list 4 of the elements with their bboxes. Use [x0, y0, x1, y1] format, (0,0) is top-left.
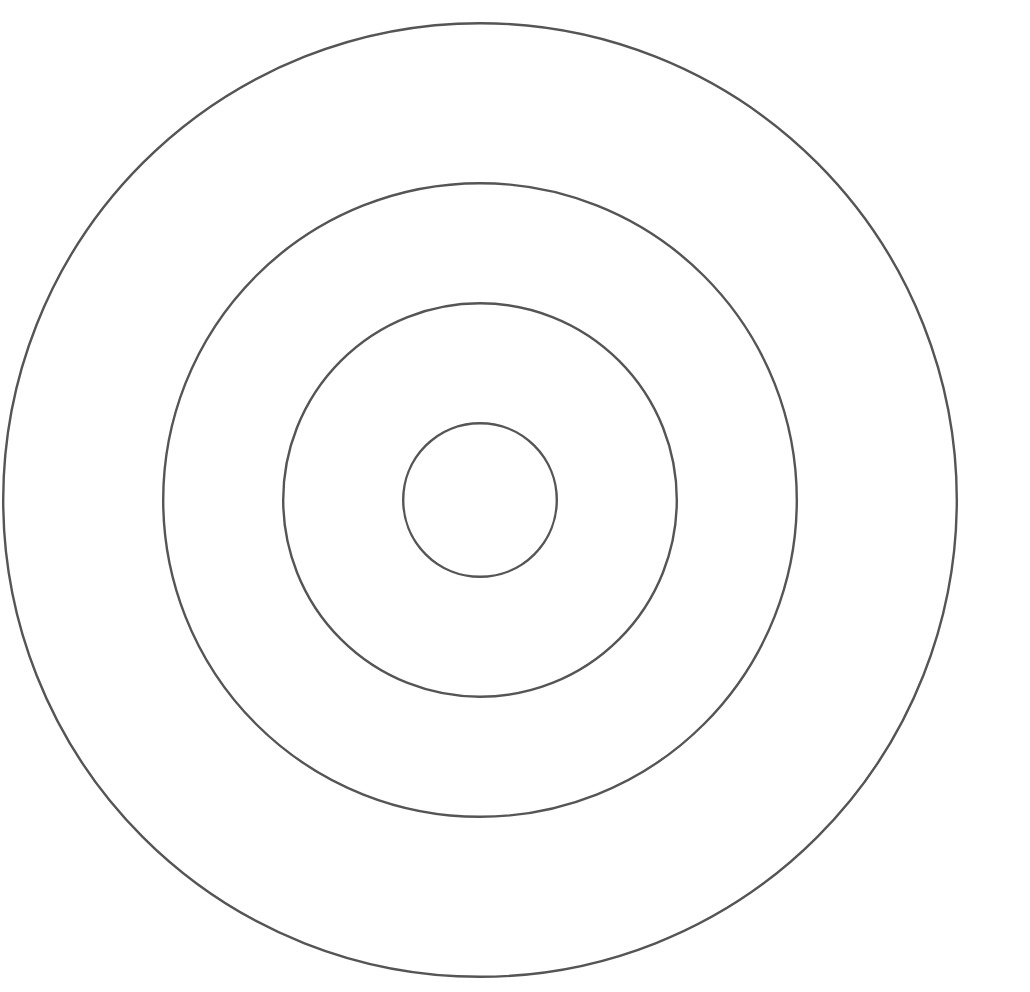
concentric-ring	[2, 22, 958, 978]
concentric-ring	[402, 422, 558, 578]
concentric-ring	[282, 302, 678, 698]
concentric-ring	[162, 182, 798, 818]
